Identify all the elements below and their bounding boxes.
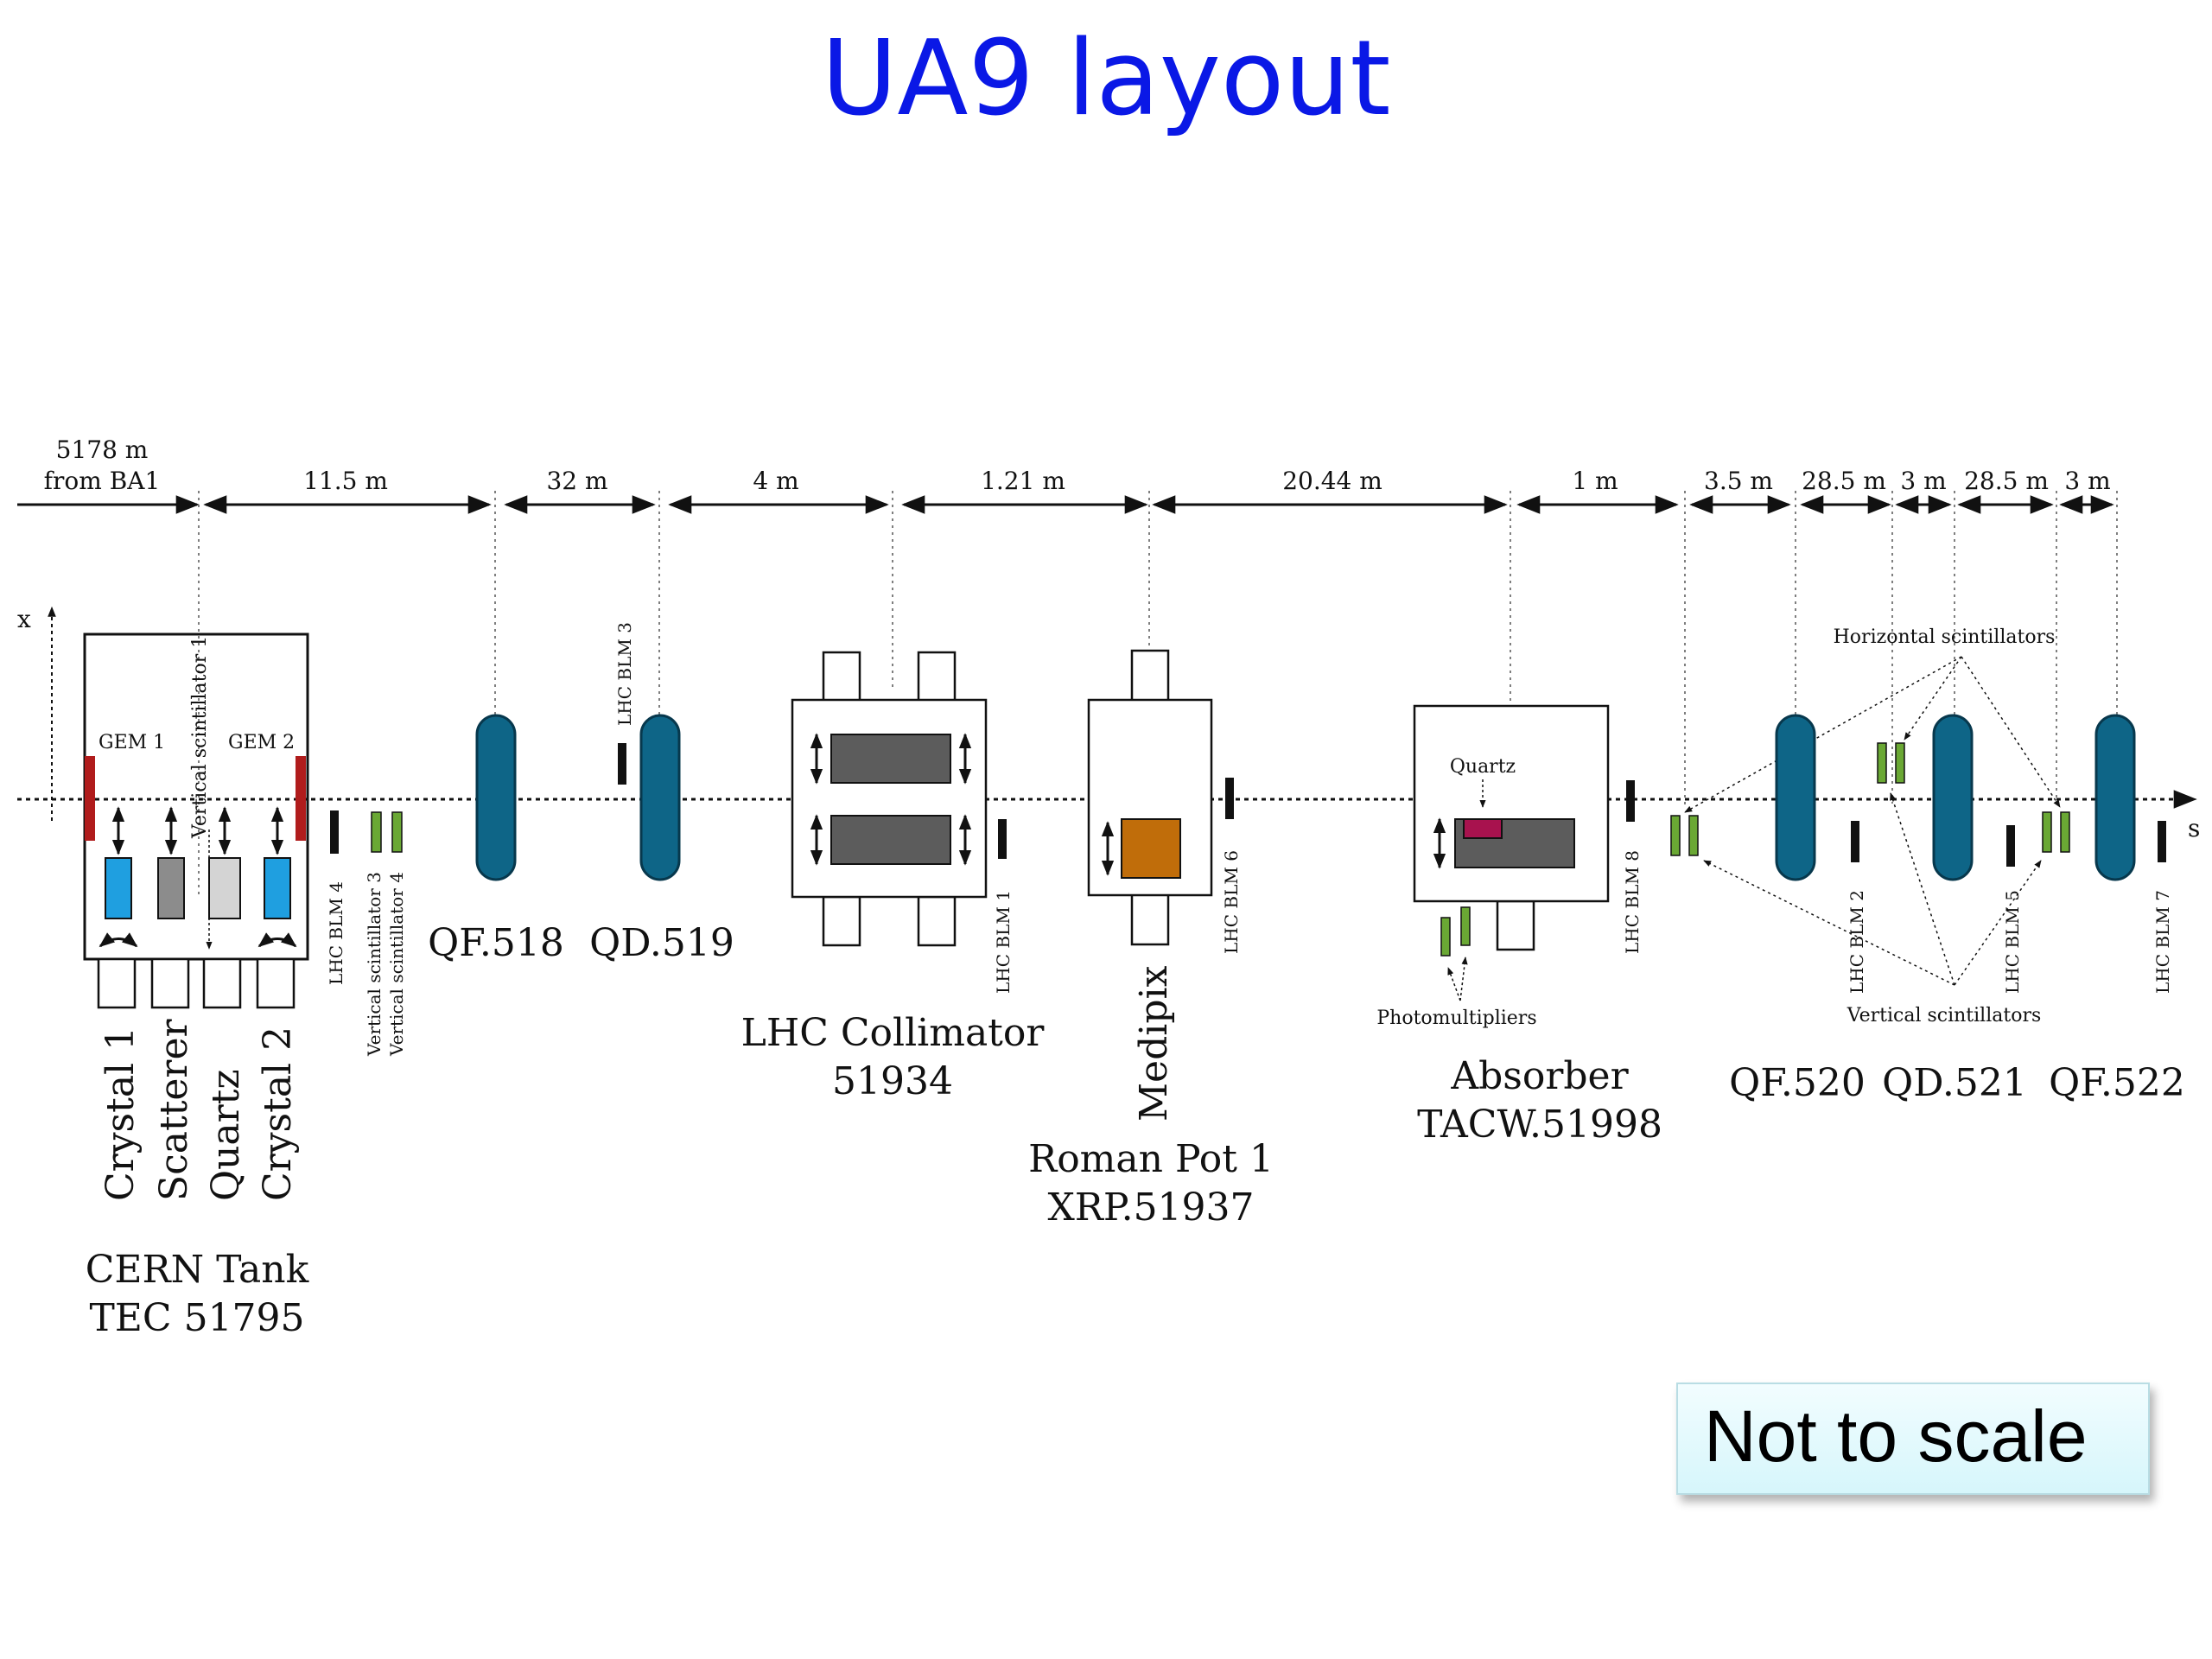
magnet-qf522 [2094, 714, 2136, 881]
magnet-qf518-label: QF.518 [428, 921, 564, 965]
dim-label-8: 3.5 m [1704, 467, 1773, 495]
blm-1-label: LHC BLM 1 [993, 890, 1014, 994]
scintillator-pointer-lines [1684, 656, 2061, 986]
scintillator-e [2042, 811, 2052, 853]
dim-label-7: 1 m [1572, 467, 1618, 495]
scintillator-b [1688, 815, 1699, 856]
dim-label-12: 3 m [2064, 467, 2110, 495]
magnet-qd519-label: QD.519 [589, 921, 734, 965]
page-title: UA9 layout [821, 19, 1391, 139]
magnet-qf520 [1775, 714, 1816, 881]
not-to-scale-text: Not to scale [1704, 1395, 2088, 1477]
absorber: Quartz Photomultipliers Absorber TACW.51… [1376, 704, 1662, 1147]
tank-name-line1: CERN Tank [86, 1248, 309, 1292]
blm-5 [2006, 825, 2015, 867]
scintillator-c [1877, 742, 1887, 784]
gem-2 [296, 756, 306, 841]
gem-2-label: GEM 2 [228, 732, 295, 753]
dim-label-11: 28.5 m [1964, 467, 2049, 495]
scintillator-a [1670, 815, 1681, 856]
dimension-labels: 5178 m from BA1 11.5 m 32 m 4 m 1.21 m 2… [44, 435, 2111, 495]
blm-7 [2158, 821, 2166, 862]
scatterer-block [157, 857, 185, 919]
gem-1 [85, 756, 95, 841]
absorber-quartz-label: Quartz [1450, 756, 1516, 778]
magnet-qd521-label: QD.521 [1882, 1061, 2027, 1105]
photomultipliers-label: Photomultipliers [1376, 1007, 1536, 1029]
magnet-qf522-label: QF.522 [2049, 1061, 2185, 1105]
dim-label-6: 20.44 m [1282, 467, 1382, 495]
blm-6 [1225, 778, 1234, 819]
crystal-1-block [105, 857, 132, 919]
blm-3-label: LHC BLM 3 [614, 622, 635, 726]
vertical-scintillators-label: Vertical scintillators [1847, 1005, 2042, 1027]
absorber-label-line2: TACW.51998 [1417, 1103, 1662, 1147]
photomultiplier-2 [1460, 906, 1471, 946]
s-axis-label: s [2188, 814, 2200, 842]
roman-pot: Medipix Roman Pot 1 XRP.51937 [1028, 649, 1274, 1230]
blm-3 [618, 743, 626, 785]
downstream-scintillators [1670, 742, 2070, 856]
dim-label-3: 32 m [546, 467, 607, 495]
cern-tank: GEM 1 GEM 2 Vertical scintillator 1 Crys… [83, 632, 309, 1340]
reference-lines [198, 491, 2118, 899]
magnet-qf518 [475, 714, 517, 881]
quartz-label: Quartz [204, 1069, 248, 1201]
collimator-label-line1: LHC Collimator [741, 1011, 1046, 1055]
magnet-qd519 [639, 714, 681, 881]
dim-label-1: 5178 m [56, 435, 149, 464]
quartz-block [208, 857, 241, 919]
vertical-scintillator-3-label: Vertical scintillator 3 [364, 872, 385, 1057]
blm-4 [330, 810, 339, 854]
dim-label-10: 3 m [1900, 467, 1946, 495]
vertical-scintillator-1-label: Vertical scintillator 1 [189, 636, 211, 839]
lhc-collimator: LHC Collimator 51934 [741, 651, 1046, 1103]
medipix-detector [1121, 818, 1181, 879]
blm-2-label: LHC BLM 2 [1847, 890, 1867, 994]
dim-label-9: 28.5 m [1802, 467, 1886, 495]
vertical-scintillator-3 [371, 811, 382, 853]
blm-5-label: LHC BLM 5 [2002, 890, 2023, 994]
magnet-qf520-label: QF.520 [1729, 1061, 1866, 1105]
medipix-label: Medipix [1132, 965, 1176, 1122]
vertical-scintillator-4 [391, 811, 403, 853]
horizontal-scintillators-label: Horizontal scintillators [1834, 626, 2056, 648]
collimator-jaw-upper [830, 734, 951, 784]
absorber-label-line1: Absorber [1450, 1054, 1629, 1098]
roman-pot-label-line2: XRP.51937 [1047, 1185, 1254, 1230]
roman-pot-label-line1: Roman Pot 1 [1028, 1137, 1274, 1181]
crystal-1-label: Crystal 1 [99, 1027, 143, 1201]
absorber-quartz [1463, 818, 1503, 839]
scintillator-f [2060, 811, 2070, 853]
tank-name-line2: TEC 51795 [89, 1296, 304, 1340]
dim-label-2: 11.5 m [303, 467, 388, 495]
dim-label-5: 1.21 m [981, 467, 1065, 495]
photomultiplier-1 [1440, 917, 1451, 957]
scintillator-d [1895, 742, 1905, 784]
blm-4-label: LHC BLM 4 [326, 881, 346, 985]
gem-1-label: GEM 1 [99, 732, 165, 753]
crystal-2-block [264, 857, 291, 919]
blm-6-label: LHC BLM 6 [1221, 850, 1242, 954]
collimator-label-line2: 51934 [832, 1059, 953, 1103]
x-axis-label: x [17, 605, 31, 633]
not-to-scale-note: Not to scale [1676, 1382, 2150, 1495]
magnet-qd521 [1932, 714, 1974, 881]
scatterer-label: Scatterer [152, 1019, 196, 1201]
blm-8 [1626, 780, 1635, 822]
blm-8-label: LHC BLM 8 [1622, 850, 1643, 954]
vertical-scintillator-4-label: Vertical scintillator 4 [386, 872, 407, 1057]
dim-from: from BA1 [44, 467, 161, 495]
collimator-jaw-lower [830, 815, 951, 865]
blm-2 [1851, 821, 1859, 862]
dim-label-4: 4 m [753, 467, 798, 495]
blm-1 [998, 819, 1007, 859]
crystal-2-label: Crystal 2 [256, 1027, 300, 1201]
blm-7-label: LHC BLM 7 [2152, 890, 2173, 994]
